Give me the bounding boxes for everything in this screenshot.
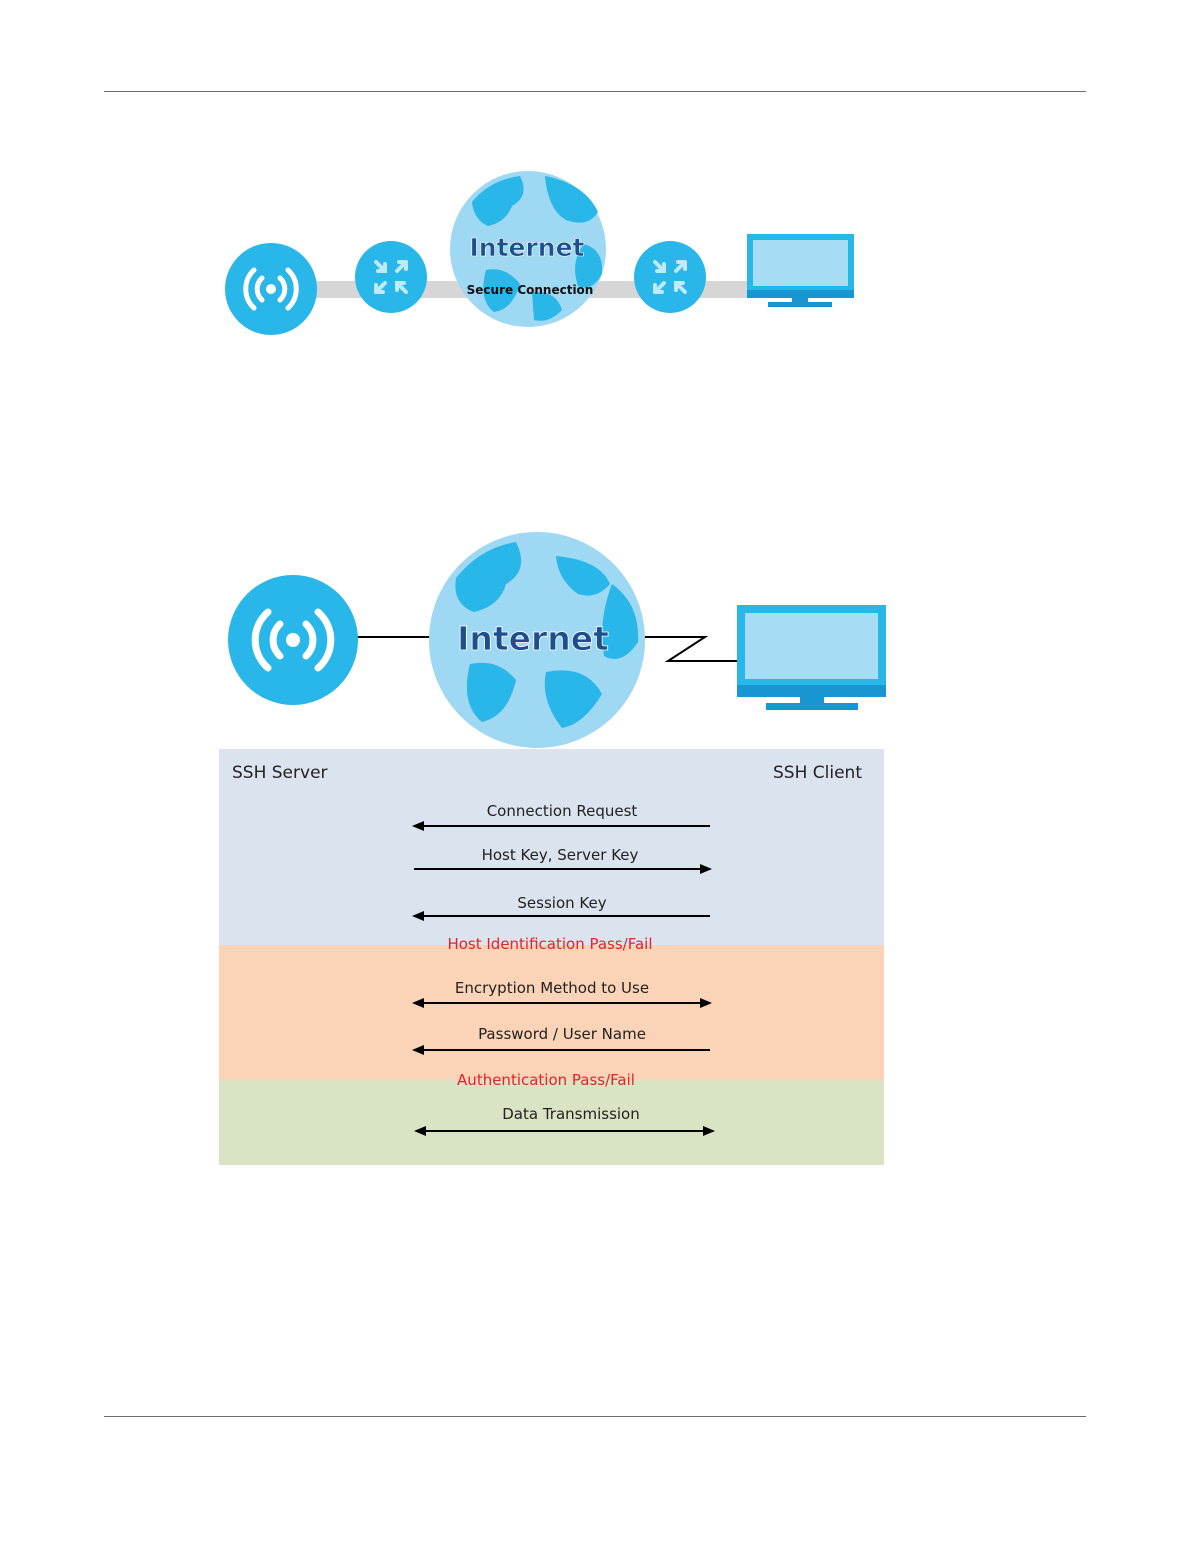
router-icon bbox=[634, 241, 706, 313]
secure-connection-diagram: Internet Secure Connection bbox=[225, 171, 854, 335]
wireless-ap-icon bbox=[225, 243, 317, 335]
monitor-icon bbox=[747, 234, 854, 307]
secure-connection-label: Secure Connection bbox=[467, 283, 594, 297]
stage-authentication-bg bbox=[219, 945, 884, 1080]
message-label: Password / User Name bbox=[478, 1025, 646, 1043]
header-rule bbox=[104, 91, 1086, 92]
client-link bbox=[640, 636, 738, 662]
message-label: Connection Request bbox=[487, 802, 638, 820]
ssh-diagram: Internet SSH Server SSH Client Connectio… bbox=[219, 532, 886, 1165]
stage-data-bg bbox=[219, 1080, 884, 1165]
wireless-ap-icon bbox=[228, 575, 358, 705]
router-icon bbox=[355, 241, 427, 313]
figure1-internet-label: Internet bbox=[469, 233, 584, 262]
status-label: Authentication Pass/Fail bbox=[457, 1071, 635, 1089]
monitor-icon bbox=[737, 605, 886, 710]
message-label: Host Key, Server Key bbox=[482, 846, 639, 864]
stage-identification-bg bbox=[219, 749, 884, 945]
globe-icon bbox=[450, 171, 606, 327]
message-label: Session Key bbox=[517, 894, 606, 912]
message-label: Data Transmission bbox=[502, 1105, 639, 1123]
status-label: Host Identification Pass/Fail bbox=[447, 935, 652, 953]
message-label: Encryption Method to Use bbox=[455, 979, 649, 997]
globe-icon bbox=[429, 532, 645, 748]
ssh-server-label: SSH Server bbox=[232, 763, 328, 783]
figure2-internet-label: Internet bbox=[457, 619, 609, 658]
ssh-client-label: SSH Client bbox=[773, 763, 862, 783]
footer-rule bbox=[104, 1416, 1086, 1417]
